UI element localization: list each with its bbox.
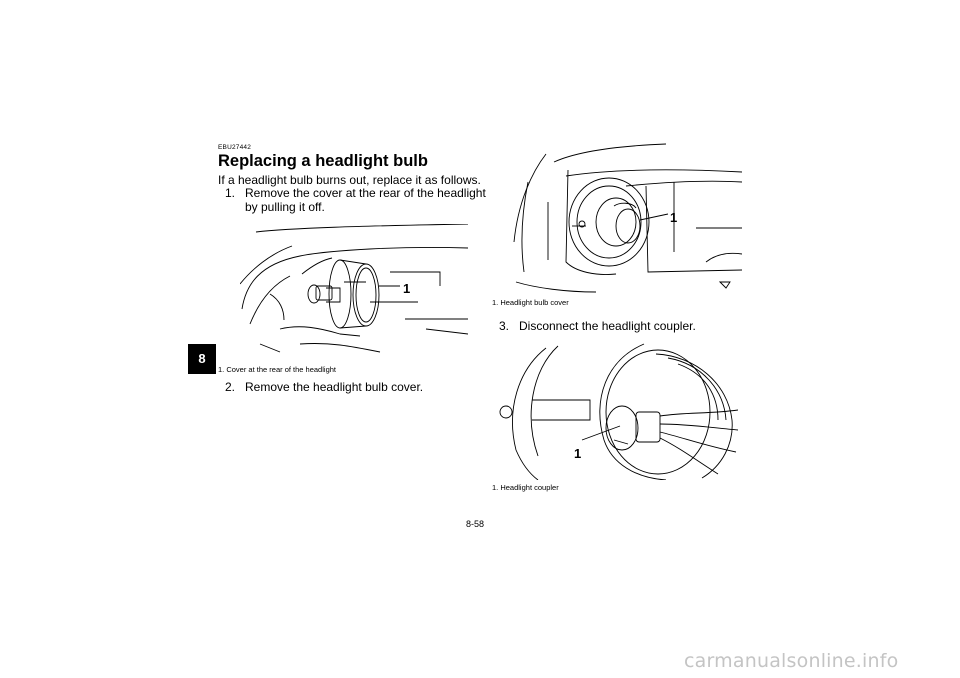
step-2: 2. Remove the headlight bulb cover. xyxy=(225,380,475,396)
figure-headlight-coupler: 1 xyxy=(499,343,738,480)
step-text: Remove the headlight bulb cover. xyxy=(245,380,424,394)
figure-bulb-cover: 1 xyxy=(513,143,742,293)
section-code: EBU27442 xyxy=(218,144,252,151)
figure-callout: 1 xyxy=(403,281,410,296)
step-text: Remove the cover at the rear of the head… xyxy=(245,186,486,200)
step-number: 3. xyxy=(499,319,510,333)
figure-caption: 1. Headlight bulb cover xyxy=(492,298,569,307)
step-text-continued: by pulling it off. xyxy=(245,200,325,214)
figure-rear-cover: 1 xyxy=(240,224,468,353)
step-1: 1. Remove the cover at the rear of the h… xyxy=(225,186,486,216)
figure-caption: 1. Headlight coupler xyxy=(492,483,559,492)
watermark: carmanualsonline.info xyxy=(684,650,899,672)
step-number: 1. xyxy=(225,186,236,200)
step-number: 2. xyxy=(225,380,236,394)
step-text: Disconnect the headlight coupler. xyxy=(519,319,696,333)
section-title: Replacing a headlight bulb xyxy=(218,152,428,170)
figure-callout: 1 xyxy=(574,446,581,461)
step-3: 3. Disconnect the headlight coupler. xyxy=(499,319,749,335)
chapter-tab: 8 xyxy=(188,344,216,374)
figure-caption: 1. Cover at the rear of the headlight xyxy=(218,365,336,374)
intro-text: If a headlight bulb burns out, replace i… xyxy=(218,173,481,187)
figure-callout: 1 xyxy=(670,210,677,225)
page-number: 8-58 xyxy=(466,519,485,529)
